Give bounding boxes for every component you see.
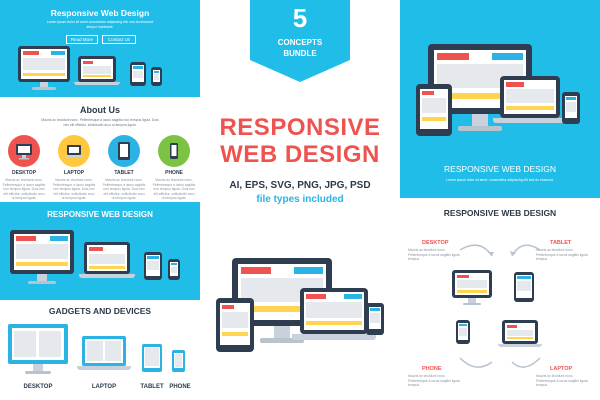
desktop-circle — [8, 135, 40, 167]
hero-title: Responsive Web Design — [50, 8, 150, 18]
about-panel: About Us Mauris ac tincidunt nunc. Pelle… — [0, 97, 200, 202]
concepts-badge — [250, 0, 350, 82]
main-title-line1: RESPONSIVE — [219, 114, 381, 141]
rwd-left-panel: RESPONSIVE WEB DESIGN — [0, 202, 200, 300]
laptop-icon — [65, 145, 83, 157]
about-label-laptop: LAPTOP — [63, 170, 85, 176]
tablet-circle — [108, 135, 140, 167]
rwd-left-title: RESPONSIVE WEB DESIGN — [47, 210, 153, 219]
badge-number: 5 — [292, 3, 308, 33]
hero-text: Lorem ipsum dolor sit amet consectetur a… — [46, 20, 154, 29]
badge-line2: BUNDLE — [283, 49, 317, 58]
rwd-right-title: RESPONSIVE WEB DESIGN — [444, 164, 556, 174]
desc-phone: Mauris ac tincidunt nunc. Pellentesque a… — [408, 374, 460, 388]
infographic-panel: RESPONSIVE WEB DESIGN DESKTOP Mauris ac … — [400, 198, 600, 400]
label-phone: PHONE — [422, 366, 442, 372]
label-desktop: DESKTOP — [422, 240, 449, 246]
desc-laptop: Mauris ac tincidunt nunc. Pellentesque a… — [536, 374, 588, 388]
gadgets-label-desktop: DESKTOP — [23, 384, 53, 390]
hero-panel: Responsive Web Design Lorem ipsum dolor … — [0, 0, 200, 97]
gadgets-label-phone: PHONE — [169, 384, 191, 390]
phone-circle — [158, 135, 190, 167]
about-desc-tablet: Mauris ac tincidunt nunc. Pellentesque a… — [102, 178, 146, 201]
gadgets-panel: GADGETS AND DEVICES DESKTOP LAPTOP TABLE… — [0, 300, 200, 400]
about-label-phone: PHONE — [165, 170, 183, 176]
label-laptop: LAPTOP — [550, 366, 573, 372]
rwd-right-panel: RESPONSIVE WEB DESIGN Lorem ipsum dolor … — [400, 0, 600, 198]
main-title-line2: WEB DESIGN — [220, 141, 380, 168]
about-label-desktop: DESKTOP — [11, 170, 37, 176]
about-text: Mauris ac tincidunt nunc. Pellentesque a… — [41, 118, 159, 127]
gadgets-title: GADGETS AND DEVICES — [48, 306, 152, 316]
about-desc-desktop: Mauris ac tincidunt nunc. Pellentesque a… — [2, 178, 46, 201]
tablet-icon — [118, 142, 130, 160]
desktop-icon — [16, 144, 32, 160]
desc-tablet: Mauris ac tincidunt nunc. Pellentesque a… — [536, 248, 588, 262]
read-more-button[interactable]: Read More — [66, 35, 98, 44]
badge-line1: CONCEPTS — [277, 38, 323, 47]
infographic-title: RESPONSIVE WEB DESIGN — [443, 208, 557, 218]
phone-icon — [170, 143, 178, 159]
desc-desktop: Mauris ac tincidunt nunc. Pellentesque a… — [408, 248, 460, 262]
contact-us-button[interactable]: Contact Us — [102, 35, 136, 44]
gadgets-label-tablet: TABLET — [140, 384, 164, 390]
about-title: About Us — [80, 105, 120, 115]
about-desc-laptop: Mauris ac tincidunt nunc. Pellentesque a… — [52, 178, 96, 201]
laptop-circle — [58, 135, 90, 167]
included-text: file types included — [256, 194, 344, 205]
formats-text: AI, EPS, SVG, PNG, JPG, PSD — [229, 180, 371, 191]
label-tablet: TABLET — [550, 240, 572, 246]
about-desc-phone: Mauris ac tincidunt nunc. Pellentesque a… — [152, 178, 196, 201]
cycle-arrows — [459, 244, 541, 368]
gadgets-label-laptop: LAPTOP — [91, 384, 117, 390]
about-label-tablet: TABLET — [114, 170, 134, 176]
rwd-right-text: Lorem ipsum dolor sit amet, consectetur … — [446, 178, 554, 182]
